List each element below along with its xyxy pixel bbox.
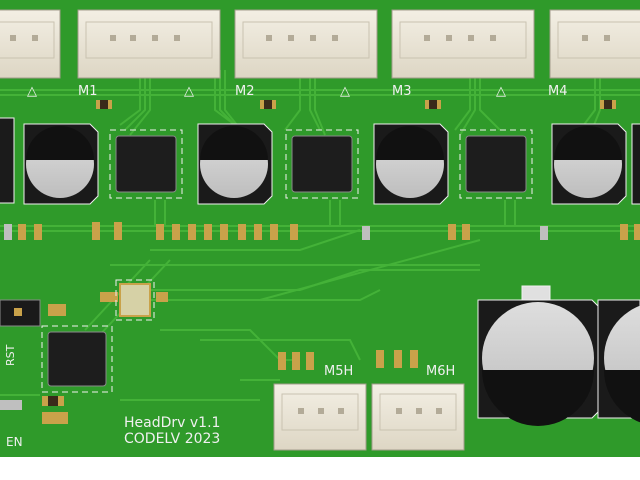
jst-connector-icon (234, 9, 378, 79)
electrolytic-capacitor-icon (597, 299, 640, 423)
motor-label-m2: M2 (235, 84, 255, 99)
electrolytic-capacitor-icon (551, 123, 627, 205)
smd-components-top (96, 100, 616, 109)
pin1-marker: △ (184, 84, 194, 99)
jst-connector-icon (391, 9, 535, 79)
motor-headers: M5H M6H (273, 350, 465, 451)
copper-traces (0, 70, 640, 401)
smd-component-icon (100, 292, 118, 302)
ic-qfn-icon (109, 129, 183, 199)
jst-connector-icon (549, 9, 640, 79)
jst-connector-icon (77, 9, 221, 79)
driver-ics (109, 129, 533, 199)
motor-label-m3: M3 (392, 84, 412, 99)
smd-components-left (0, 396, 68, 424)
motor-label-m1: M1 (78, 84, 98, 99)
smd-component-icon (42, 412, 68, 424)
motor-label-m4: M4 (548, 84, 568, 99)
board-subtitle: CODELV 2023 (124, 431, 220, 447)
electrolytic-capacitor-icon (197, 123, 273, 205)
header-label-m6h: M6H (426, 364, 455, 379)
smd-component-icon (362, 224, 640, 240)
smd-component-icon (48, 304, 66, 316)
pin1-marker: △ (496, 84, 506, 99)
smd-component-icon (92, 222, 122, 240)
smd-component-icon (156, 292, 168, 302)
header-label-m5h: M5H (324, 364, 353, 379)
smd-component-icon (425, 100, 441, 109)
smd-component-icon (0, 400, 22, 410)
electrolytic-capacitor-icon (0, 117, 15, 204)
capacitors-row (0, 117, 640, 205)
reset-header: RST (0, 299, 41, 366)
motor-labels: △ M1 △ M2 △ M3 △ M4 (27, 84, 568, 99)
jst-connector-icon (0, 9, 61, 79)
board-title: HeadDrv v1.1 (124, 415, 220, 431)
pin1-marker: △ (340, 84, 350, 99)
jst-connector-icon (273, 383, 367, 451)
electrolytic-capacitor-icon (477, 285, 601, 426)
smd-component-icon (4, 224, 42, 240)
ic-qfn-icon (459, 129, 533, 199)
smd-component-icon (96, 100, 112, 109)
smd-component-icon (42, 396, 64, 406)
smd-components-row (4, 222, 640, 240)
rst-label: RST (4, 344, 17, 366)
motor-connectors (0, 9, 640, 79)
electrolytic-capacitor-icon (23, 123, 99, 205)
smd-component-icon (376, 350, 418, 368)
en-label: EN (6, 435, 23, 449)
ic-qfn-icon (41, 325, 113, 393)
electrolytic-capacitor-icon (631, 123, 640, 205)
smd-component-icon (600, 100, 616, 109)
electrolytic-capacitor-icon (373, 123, 449, 205)
jst-connector-icon (371, 383, 465, 451)
smd-component-icon (156, 224, 298, 240)
smd-component-icon (260, 100, 276, 109)
bulk-capacitors (477, 285, 640, 426)
smd-component-icon (278, 352, 314, 370)
pin1-marker: △ (27, 84, 37, 99)
crystal-icon (115, 279, 155, 321)
ic-qfn-icon (285, 129, 359, 199)
